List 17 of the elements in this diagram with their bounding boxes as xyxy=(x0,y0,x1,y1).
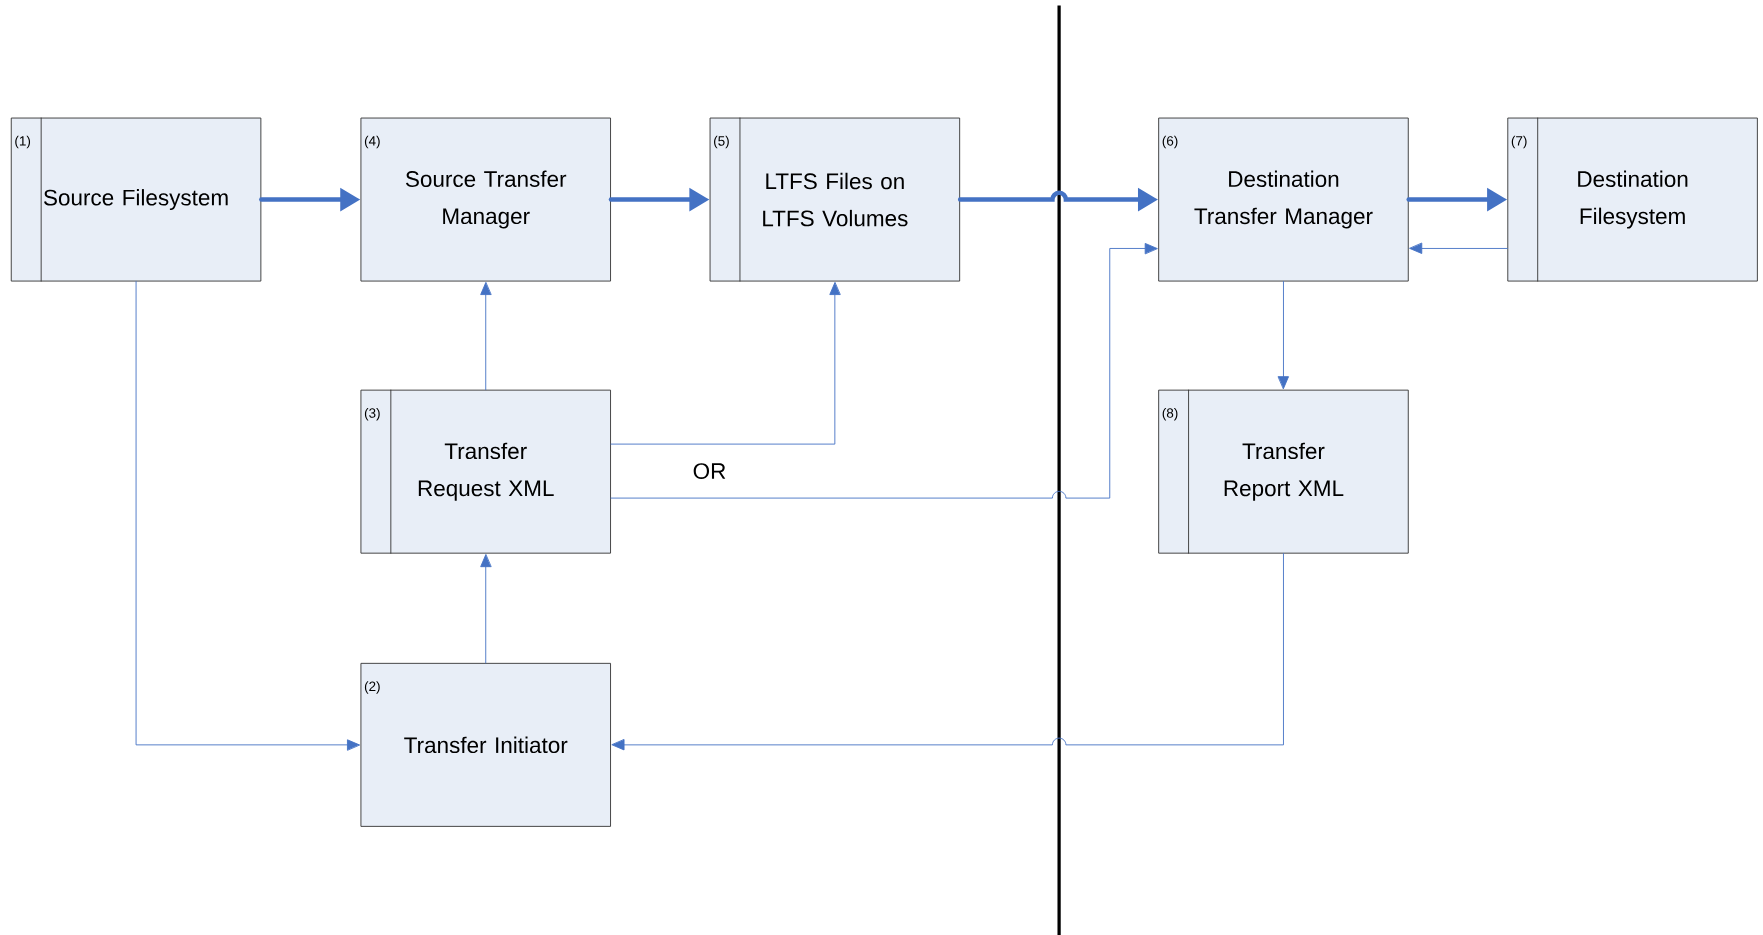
arrow xyxy=(1409,242,1508,254)
process-box: Source Filesystem (1) xyxy=(10,116,262,282)
arrow xyxy=(610,242,1158,499)
process-box: LTFS Files on LTFS Volumes (5) xyxy=(709,116,961,282)
label-text: OR xyxy=(693,462,726,479)
process-box: Destination Filesystem (7) xyxy=(1507,116,1758,282)
process-box: Transfer Report XML (8) xyxy=(1158,389,1409,554)
arrow xyxy=(1277,280,1289,389)
process-box: Transfer Request XML (3) xyxy=(360,389,611,554)
arrow xyxy=(480,282,492,390)
process-box: Transfer Initiator (2) xyxy=(360,662,611,827)
arrow xyxy=(610,282,841,445)
arrow xyxy=(611,552,1284,751)
arrow xyxy=(480,554,492,664)
process-box: Destination Transfer Manager (6) xyxy=(1158,117,1409,282)
arrow xyxy=(135,280,360,751)
process-box: Source Transfer Manager (4) xyxy=(360,117,611,282)
